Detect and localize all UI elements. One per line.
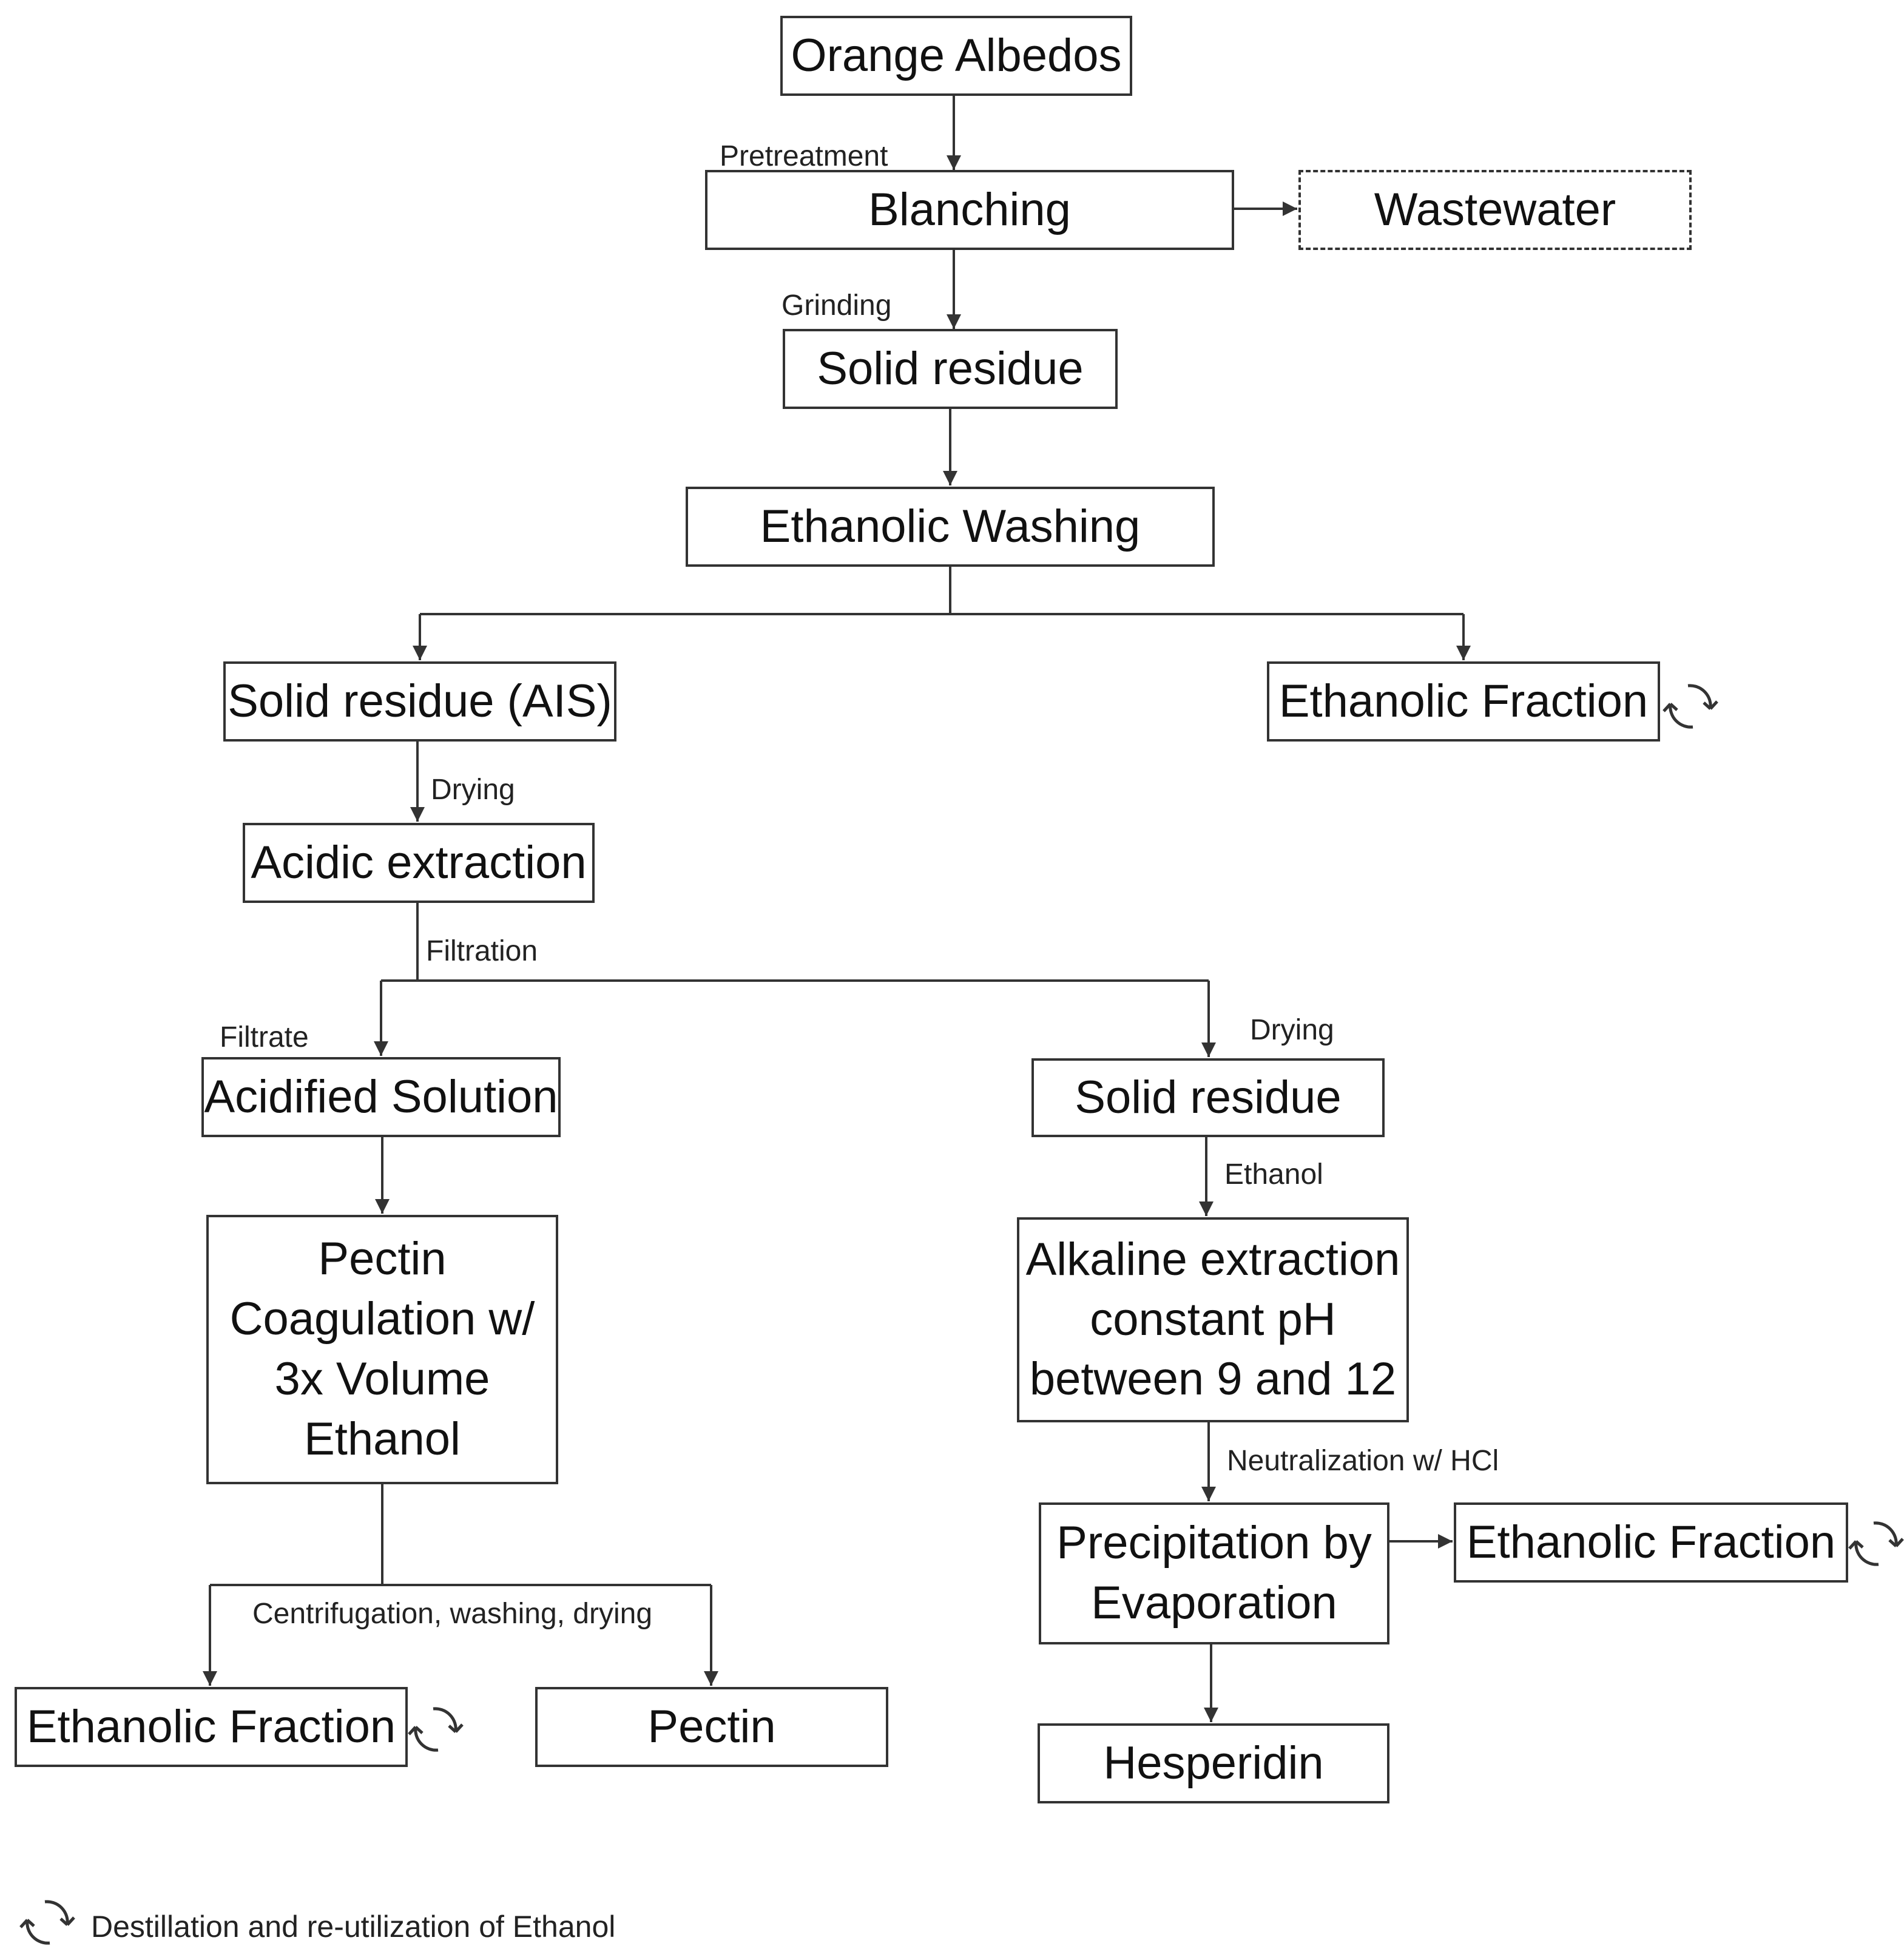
acidic-extraction-box: Acidic extraction <box>243 823 595 903</box>
ethanolic-fraction-2-label: Ethanolic Fraction <box>1466 1516 1836 1568</box>
edge-label-grinding: Grinding <box>782 289 892 322</box>
solid-residue-ais-label: Solid residue (AIS) <box>228 675 612 727</box>
alkaline-extraction-box: Alkaline extraction constant pH between … <box>1017 1217 1409 1422</box>
ethanolic-fraction-3-label: Ethanolic Fraction <box>26 1700 396 1752</box>
precipitation-label: Precipitation by Evaporation <box>1056 1517 1372 1629</box>
ethanolic-washing-label: Ethanolic Washing <box>760 500 1141 552</box>
ethanolic-fraction-box: Ethanolic Fraction <box>1267 661 1660 742</box>
recycle-arrows-icon <box>409 1709 462 1750</box>
pectin-coagulation-label: Pectin Coagulation w/ 3x Volume Ethanol <box>229 1233 535 1465</box>
acidified-solution-box: Acidified Solution <box>201 1057 561 1137</box>
edge-label-drying: Drying <box>431 774 515 806</box>
edge-label-filtrate: Filtrate <box>220 1021 309 1053</box>
orange-albedos-box: Orange Albedos <box>780 16 1132 96</box>
edge-label-drying-2: Drying <box>1250 1014 1334 1046</box>
solid-residue-ais-box: Solid residue (AIS) <box>223 661 616 742</box>
edge-label-ethanol: Ethanol <box>1224 1158 1323 1191</box>
acidified-solution-label: Acidified Solution <box>204 1070 558 1123</box>
recycle-arrows-icon <box>1664 686 1717 727</box>
solid-residue-2-box: Solid residue <box>1031 1058 1385 1137</box>
ethanolic-fraction-label: Ethanolic Fraction <box>1278 675 1649 727</box>
edge-label-filtration: Filtration <box>426 935 538 967</box>
recycle-arrows-icon <box>21 1902 74 1943</box>
ethanolic-washing-box: Ethanolic Washing <box>686 487 1215 567</box>
pectin-box: Pectin <box>535 1687 888 1767</box>
legend-text: Destillation and re-utilization of Ethan… <box>91 1910 616 1944</box>
edge-label-neutralization: Neutralization w/ HCl <box>1227 1445 1499 1477</box>
hesperidin-box: Hesperidin <box>1038 1723 1389 1803</box>
hesperidin-label: Hesperidin <box>1103 1737 1324 1789</box>
blanching-box: Blanching <box>705 170 1234 250</box>
connectors <box>203 96 1471 1722</box>
pectin-label: Pectin <box>647 1700 776 1752</box>
solid-residue-label: Solid residue <box>817 342 1084 394</box>
acidic-extraction-label: Acidic extraction <box>251 836 587 888</box>
edge-label-centrifugation: Centrifugation, washing, drying <box>252 1598 653 1630</box>
edge-label-pretreatment: Pretreatment <box>720 140 888 172</box>
ethanolic-fraction-3-box: Ethanolic Fraction <box>15 1687 408 1767</box>
wastewater-label: Wastewater <box>1374 183 1616 235</box>
ethanolic-fraction-2-box: Ethanolic Fraction <box>1454 1502 1848 1583</box>
wastewater-box: Wastewater <box>1298 170 1692 250</box>
solid-residue-2-label: Solid residue <box>1075 1071 1342 1123</box>
solid-residue-box: Solid residue <box>783 329 1118 409</box>
pectin-coagulation-box: Pectin Coagulation w/ 3x Volume Ethanol <box>206 1215 558 1484</box>
alkaline-extraction-label: Alkaline extraction constant pH between … <box>1025 1233 1400 1405</box>
recycle-arrows-icon <box>1849 1523 1903 1564</box>
orange-albedos-label: Orange Albedos <box>791 29 1122 81</box>
blanching-label: Blanching <box>868 183 1071 235</box>
precipitation-box: Precipitation by Evaporation <box>1039 1502 1389 1644</box>
